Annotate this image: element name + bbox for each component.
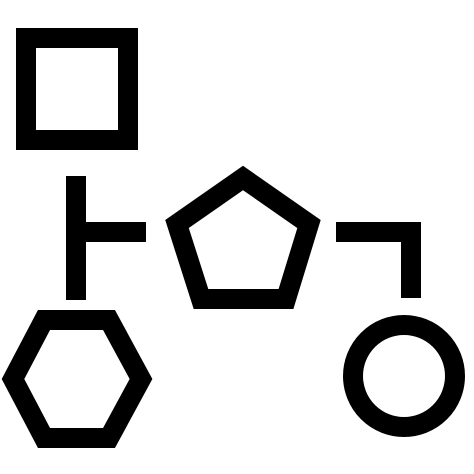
hexagon-shape: [1, 310, 153, 448]
circle-shape: [343, 315, 465, 437]
square-shape: [16, 28, 138, 150]
pentagon-shape: [165, 165, 321, 309]
connector-pentagon-to-circle: [336, 222, 421, 298]
